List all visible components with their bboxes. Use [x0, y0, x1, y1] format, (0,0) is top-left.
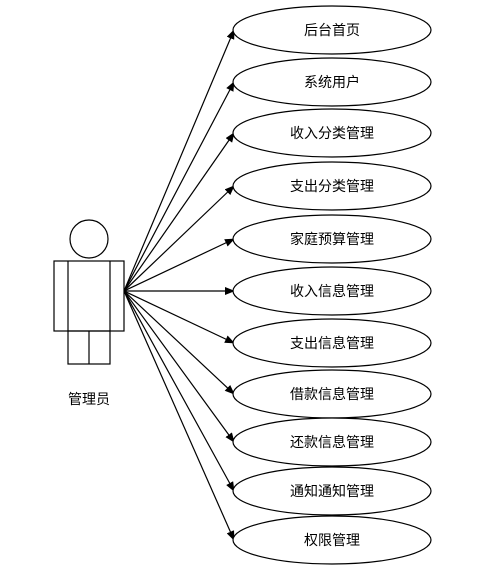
use-case-label: 借款信息管理: [290, 386, 374, 403]
use-case-ellipse: [232, 5, 432, 55]
use-case-label: 家庭预算管理: [290, 231, 374, 248]
association-arrow: [123, 290, 235, 395]
association-arrow: [123, 81, 235, 292]
association-arrow: [123, 29, 235, 292]
use-case: 还款信息管理: [232, 417, 432, 467]
actor-figure: [53, 219, 125, 365]
use-case: 系统用户: [232, 57, 432, 107]
use-case: 收入信息管理: [232, 266, 432, 316]
use-case-ellipse: [232, 161, 432, 211]
use-case-ellipse: [232, 417, 432, 467]
actor-label: 管理员: [68, 392, 110, 408]
actor-torso: [53, 260, 125, 332]
use-case-label: 通知通知管理: [290, 483, 374, 500]
use-case-label: 系统用户: [304, 74, 360, 91]
use-case: 支出分类管理: [232, 161, 432, 211]
use-case: 家庭预算管理: [232, 214, 432, 264]
association-lines: [123, 29, 235, 541]
association-arrow: [123, 290, 235, 541]
use-case-label: 支出信息管理: [290, 335, 374, 352]
use-case-label: 收入分类管理: [290, 126, 374, 142]
association-arrow: [123, 238, 235, 292]
use-case-label: 收入信息管理: [290, 283, 374, 300]
association-arrow: [123, 290, 235, 492]
use-case: 借款信息管理: [232, 369, 432, 419]
use-case-ellipse: [232, 108, 432, 158]
use-case-ellipse: [232, 318, 432, 368]
use-case-ellipse: [232, 214, 432, 264]
use-case-list: 后台首页系统用户收入分类管理支出分类管理家庭预算管理收入信息管理支出信息管理借款…: [232, 5, 432, 565]
actor-head: [69, 219, 109, 259]
use-case-ellipse: [232, 466, 432, 516]
use-case-label: 后台首页: [304, 23, 360, 39]
use-case: 通知通知管理: [232, 466, 432, 516]
association-arrow: [123, 132, 235, 292]
use-case-ellipse: [232, 266, 432, 316]
association-arrow: [123, 290, 235, 344]
use-case-label: 权限管理: [304, 533, 360, 549]
use-case-label: 支出分类管理: [290, 179, 374, 195]
use-case-ellipse: [232, 515, 432, 565]
use-case: 后台首页: [232, 5, 432, 55]
use-case: 权限管理: [232, 515, 432, 565]
use-case-ellipse: [232, 57, 432, 107]
association-arrow: [123, 185, 235, 292]
use-case-label: 还款信息管理: [290, 434, 374, 451]
use-case: 收入分类管理: [232, 108, 432, 158]
association-arrow: [123, 290, 235, 443]
use-case: 支出信息管理: [232, 318, 432, 368]
